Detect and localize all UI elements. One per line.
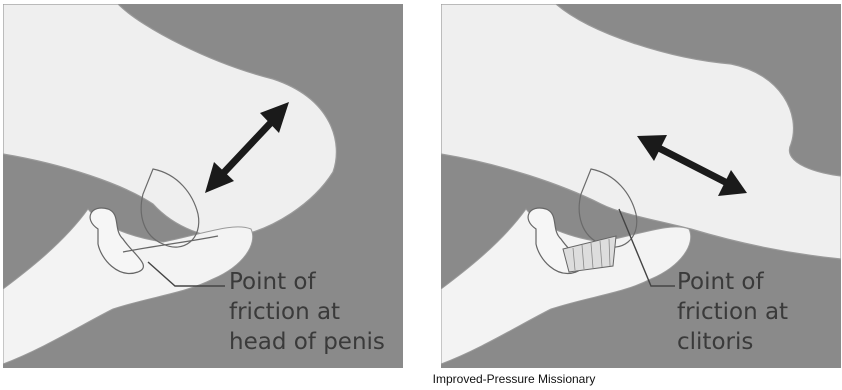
callout-label-right: Point of friction at clitoris [677,267,788,357]
callout-label-left: Point of friction at head of penis [229,267,385,357]
diagram-panel-right: Point of friction at clitoris [441,4,841,368]
upper-body [3,4,336,237]
figure-caption: Improved-Pressure Missionary [0,372,842,386]
upper-body [441,4,841,259]
diagram-panel-left: Point of friction at head of penis [3,4,403,368]
